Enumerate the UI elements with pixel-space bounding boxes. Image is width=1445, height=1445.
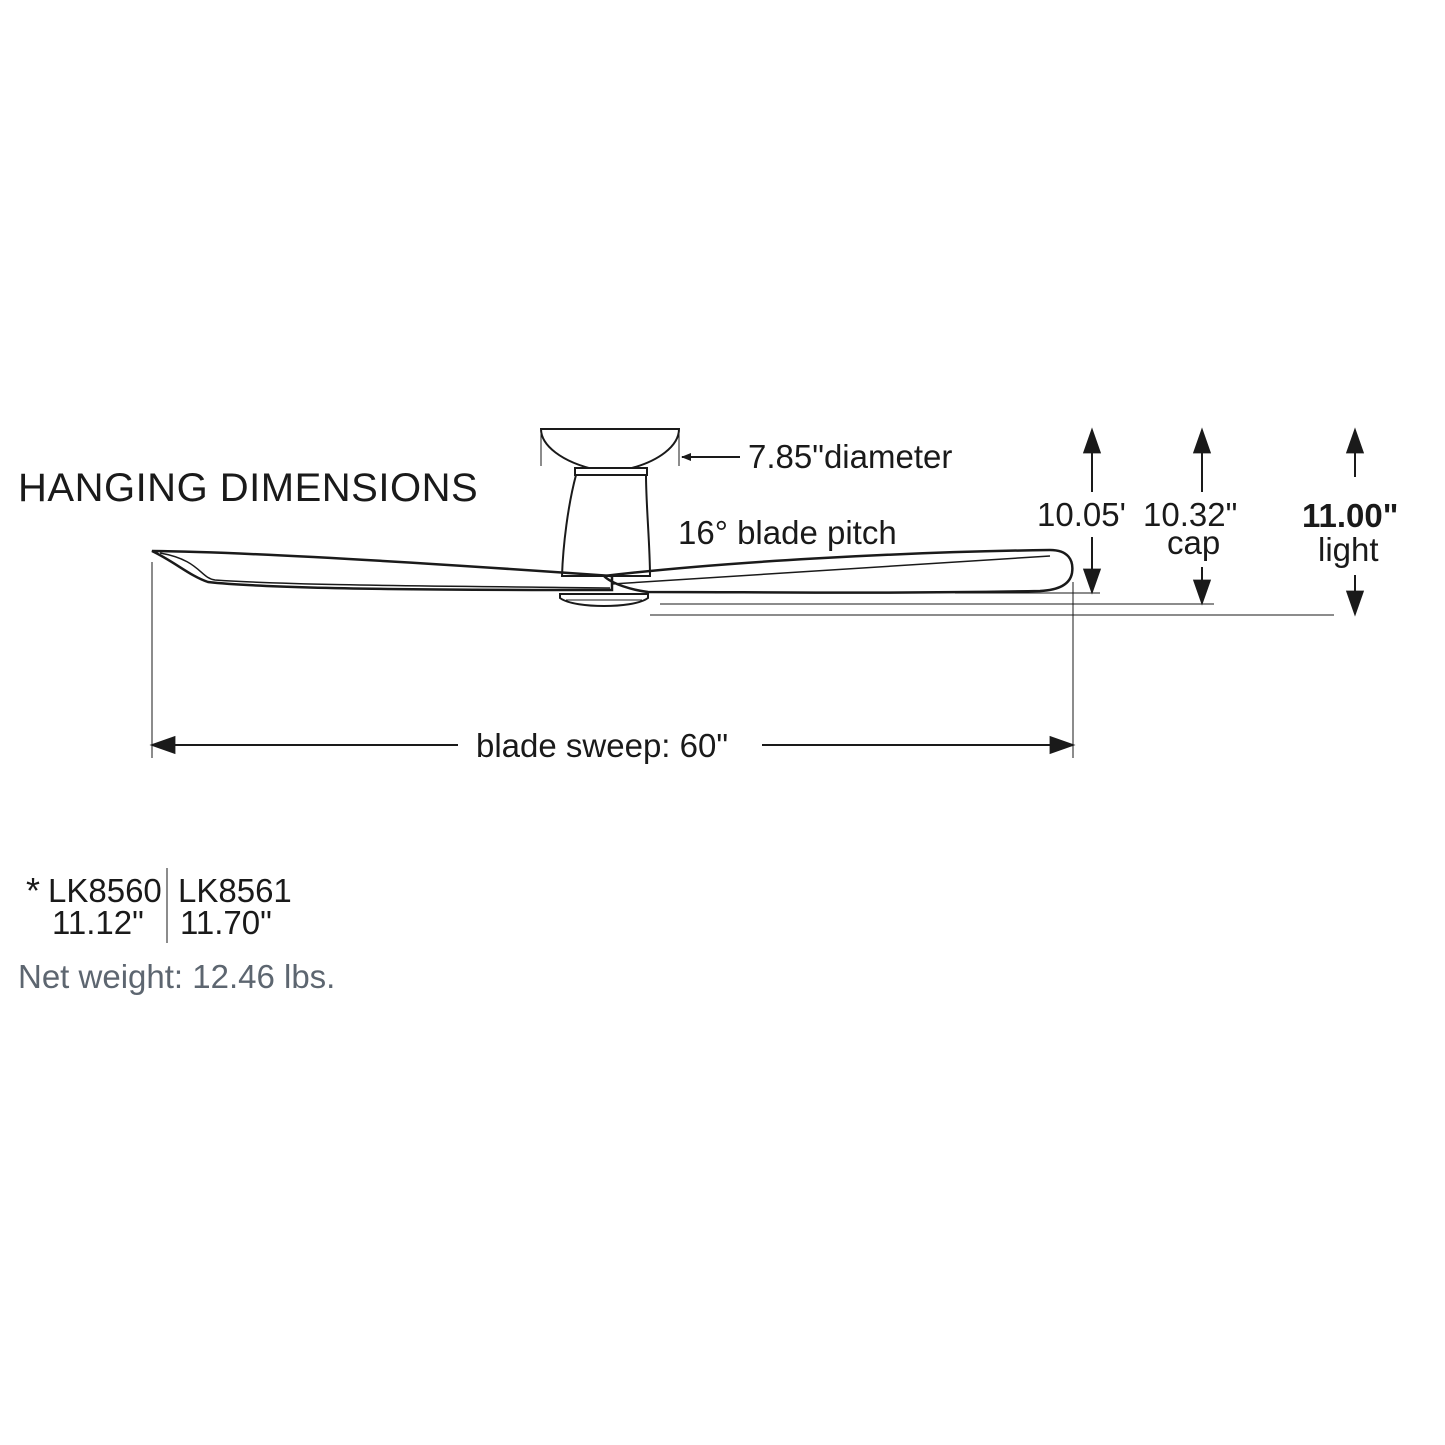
diameter-label: 7.85"diameter xyxy=(748,438,952,475)
height-1-label: 10.05' xyxy=(1037,496,1126,533)
ceiling-fan-drawing xyxy=(151,428,1074,608)
model-1-marker: * xyxy=(26,870,40,911)
height-3-caption: light xyxy=(1318,531,1379,568)
fan-blade-right xyxy=(601,548,1074,594)
model-table: * LK8560 11.12" LK8561 11.70" xyxy=(26,868,292,943)
height-3-value: 11.00" xyxy=(1302,497,1398,534)
model-1-value: 11.12" xyxy=(52,904,144,941)
model-2-value: 11.70" xyxy=(180,904,272,941)
fan-collar xyxy=(574,467,648,476)
height-2-value: 10.32" xyxy=(1143,496,1237,533)
height-2-caption: cap xyxy=(1167,524,1220,561)
fan-light-kit xyxy=(559,593,649,608)
model-2-name: LK8561 xyxy=(178,872,292,909)
blade-sweep-label: blade sweep: 60" xyxy=(476,727,728,764)
fan-blade-left xyxy=(151,549,614,592)
net-weight-label: Net weight: 12.46 lbs. xyxy=(18,958,335,995)
fan-motor-housing xyxy=(560,474,652,577)
blade-pitch-label: 16° blade pitch xyxy=(678,514,897,551)
page-title: HANGING DIMENSIONS xyxy=(18,466,478,510)
fan-canopy xyxy=(539,428,681,471)
model-1-name: LK8560 xyxy=(48,872,162,909)
